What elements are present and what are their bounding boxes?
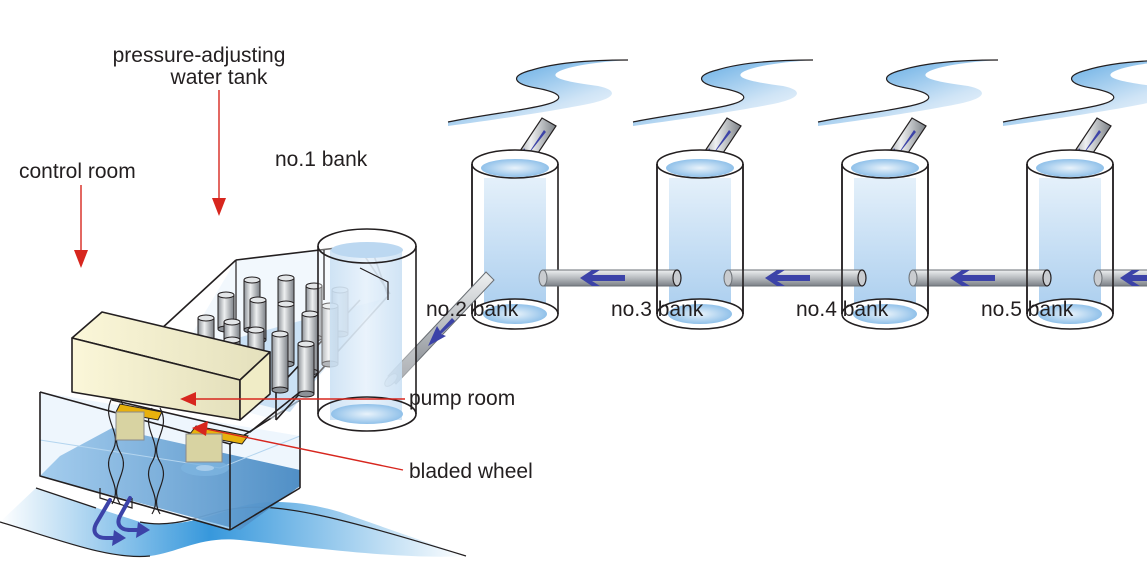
flow-arrow-down-left-icon xyxy=(428,318,455,346)
tank-column-base xyxy=(297,390,315,398)
discharge-flow-arrows xyxy=(92,496,150,546)
rain-icon xyxy=(806,4,922,116)
pipe-incoming-right xyxy=(1093,269,1147,287)
flow-arrow-left-icon xyxy=(1120,270,1147,286)
tank-column xyxy=(297,343,315,395)
tank-column-top xyxy=(217,291,235,299)
flow-arrow-left-icon xyxy=(580,270,625,286)
shaft-bank-1 xyxy=(317,228,417,432)
tank-column-top xyxy=(247,326,265,334)
tank-column xyxy=(271,333,289,391)
pipe-5-to-4 xyxy=(908,269,1052,287)
label-bank-3: no.3 bank xyxy=(611,298,704,321)
label-bladed-wheel: bladed wheel xyxy=(409,460,533,483)
tank-column-top xyxy=(197,314,215,322)
tank-column-top xyxy=(249,296,267,304)
label-bank-5: no.5 bank xyxy=(981,298,1074,321)
rain-icon xyxy=(621,4,737,116)
tank-column-top xyxy=(271,330,289,338)
label-bank-1: no.1 bank xyxy=(275,148,368,171)
pipe-4-to-3 xyxy=(723,269,867,287)
arrow-down-icon xyxy=(74,250,88,268)
runoff-stream xyxy=(632,59,814,127)
label-control-room: control room xyxy=(19,160,136,183)
tank-column-top xyxy=(297,340,315,348)
flow-arrow-left-icon xyxy=(765,270,810,286)
arrow-down-icon xyxy=(212,198,226,216)
tank-column-base xyxy=(271,386,289,394)
label-pressure-tank-line2: water tank xyxy=(170,66,268,89)
pointer-control-room xyxy=(74,185,88,268)
rain-icon xyxy=(436,4,552,116)
pointer-pressure-tank xyxy=(212,90,226,216)
shaft-bank-3 xyxy=(656,149,744,330)
label-bank-4: no.4 bank xyxy=(796,298,889,321)
arrow-left-icon xyxy=(180,392,196,406)
rain-icon xyxy=(991,4,1107,116)
runoff-stream xyxy=(447,59,629,127)
flow-arrow-left-icon xyxy=(950,270,995,286)
pipe-3-to-2 xyxy=(538,269,682,287)
rain-catchment-2 xyxy=(436,4,629,174)
label-pressure-tank-line1: pressure-adjusting xyxy=(113,44,286,67)
pointer-pump-room xyxy=(180,392,405,406)
rain-catchment-3 xyxy=(621,4,814,174)
shaft-bank-4 xyxy=(841,149,929,330)
tank-column-top xyxy=(277,274,295,282)
runoff-stream xyxy=(817,59,999,127)
pump-room xyxy=(39,391,301,531)
tank-column-top xyxy=(223,318,241,326)
pointer-bladed-wheel xyxy=(192,421,404,471)
rain-catchment-4 xyxy=(806,4,999,174)
arrow-left-icon xyxy=(192,421,208,436)
label-pump-room: pump room xyxy=(409,387,515,410)
runoff-stream xyxy=(1002,59,1147,127)
rain-catchment-5 xyxy=(991,4,1147,174)
tank-column-top xyxy=(301,310,319,318)
tank-column-top xyxy=(277,300,295,308)
label-bank-2: no.2 bank xyxy=(426,298,519,321)
tank-column-top xyxy=(243,276,261,284)
